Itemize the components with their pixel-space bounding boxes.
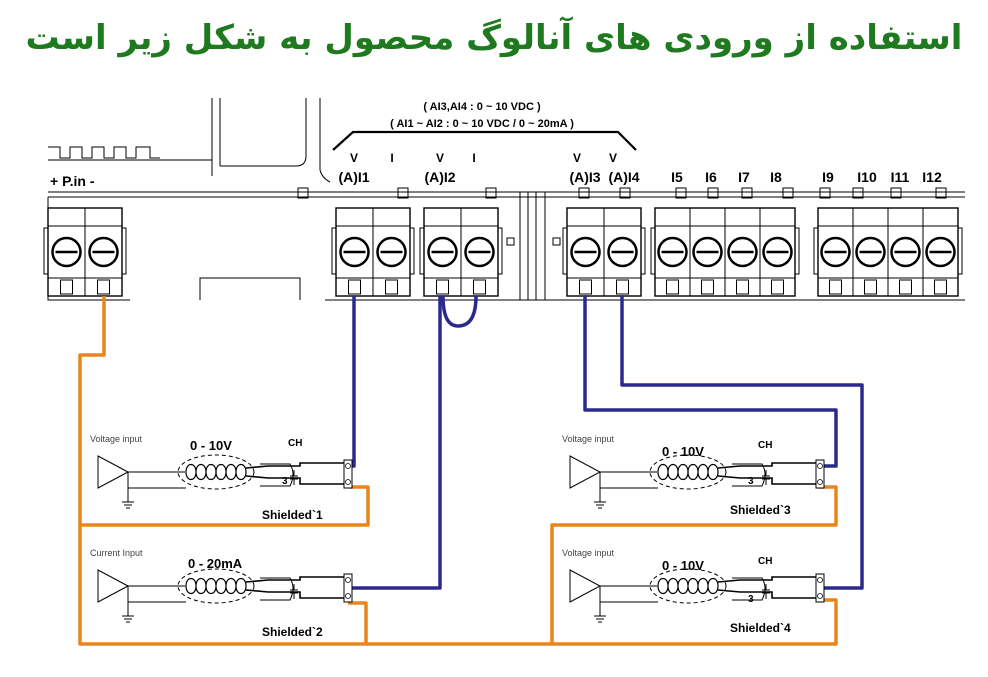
- ground-wires: [78, 296, 838, 646]
- terminal-screw: [427, 236, 458, 295]
- ground-wire: [78, 296, 552, 646]
- vi-label: I: [390, 151, 393, 165]
- terminal-label: I12: [922, 169, 942, 185]
- terminal-screw: [727, 236, 758, 295]
- vi-label: I: [472, 151, 475, 165]
- terminal-screw: [464, 236, 495, 295]
- vi-labels: V I V I V V: [350, 151, 617, 165]
- signal-wire-loop: [441, 295, 478, 328]
- vi-label: V: [436, 151, 444, 165]
- power-label: + P.in -: [50, 173, 95, 189]
- signal-wire: [345, 296, 356, 468]
- terminal-screw: [376, 236, 407, 295]
- sensor-num-label: 3: [282, 476, 288, 487]
- sensor-input-label: Voltage input: [90, 434, 143, 444]
- signal-wire: [620, 296, 864, 590]
- sensor-body: [569, 454, 825, 509]
- sensor-ch-label: CH: [758, 440, 772, 451]
- vi-label: V: [350, 151, 358, 165]
- sensor-shield-label: Shielded`1: [262, 508, 323, 522]
- sensor-range-label: 0 - 10V: [662, 444, 704, 459]
- range-bracket: [332, 130, 637, 151]
- terminal-block: [813, 207, 963, 297]
- terminal-label: I9: [822, 169, 834, 185]
- terminal-label: I11: [891, 169, 910, 185]
- page-title: استفاده از ورودی های آنالوگ محصول به شکل…: [25, 18, 963, 58]
- sensor-4: Voltage input 0 - 10V CH 3 Shielded`4: [562, 548, 825, 635]
- terminal-label: (A)I3: [569, 169, 600, 185]
- ground-wire: [348, 601, 368, 644]
- sensor-2: Current Input 0 - 20mA Shielded`2: [90, 548, 353, 639]
- terminal-block: [650, 207, 800, 297]
- terminal-screw: [820, 236, 851, 295]
- device-housing: [47, 98, 965, 301]
- terminal-block: [43, 207, 127, 297]
- terminal-label: I10: [857, 169, 877, 185]
- terminal-label: (A)I4: [608, 169, 639, 185]
- terminal-screw: [88, 236, 119, 295]
- vi-label: V: [573, 151, 581, 165]
- terminal-screw: [925, 236, 956, 295]
- terminal-blocks: [43, 207, 963, 297]
- terminal-labels: (A)I1 (A)I2 (A)I3 (A)I4 I5 I6 I7 I8 I9 I…: [338, 169, 942, 185]
- terminal-block: [562, 207, 646, 297]
- terminal-screw: [339, 236, 370, 295]
- sensor-range-label: 0 - 10V: [662, 558, 704, 573]
- terminal-label: I6: [705, 169, 717, 185]
- terminal-screw: [657, 236, 688, 295]
- ground-wire: [80, 485, 370, 527]
- terminal-label: (A)I2: [424, 169, 455, 185]
- sensor-input-label: Voltage input: [562, 434, 615, 444]
- terminal-screw: [607, 236, 638, 295]
- ground-wire: [550, 485, 838, 644]
- range-label-ai12: ( AI1 ~ AI2 : 0 ~ 10 VDC / 0 ~ 20mA ): [390, 118, 574, 130]
- sensor-shield-label: Shielded`4: [730, 621, 791, 635]
- sensor-3: Voltage input 0 - 10V CH 3 Shielded`3: [562, 434, 825, 517]
- sensor-shield-label: Shielded`2: [262, 625, 323, 639]
- terminal-screw: [51, 236, 82, 295]
- sensor-body: [97, 568, 353, 623]
- sensor-shield-label: Shielded`3: [730, 503, 791, 517]
- sensor-ch-label: CH: [758, 556, 772, 567]
- ground-wire: [552, 598, 838, 646]
- sensor-input-label: Current Input: [90, 548, 143, 558]
- vi-label: V: [609, 151, 617, 165]
- terminal-screw: [762, 236, 793, 295]
- sensor-body: [569, 568, 825, 623]
- terminal-block: [331, 207, 415, 297]
- signal-wire: [348, 296, 442, 590]
- terminal-label: I7: [738, 169, 750, 185]
- sensor-body: [97, 454, 353, 509]
- sensor-input-label: Voltage input: [562, 548, 615, 558]
- terminal-screw: [890, 236, 921, 295]
- range-label-ai34: ( AI3,AI4 : 0 ~ 10 VDC ): [423, 101, 541, 113]
- sensor-ch-label: CH: [288, 438, 302, 449]
- sensor-range-label: 0 - 10V: [190, 438, 232, 453]
- terminal-label: I5: [671, 169, 683, 185]
- terminal-screw: [692, 236, 723, 295]
- terminal-block: [419, 207, 503, 297]
- terminal-label: (A)I1: [338, 169, 369, 185]
- sensor-num-label: 3: [748, 594, 754, 605]
- terminal-screw: [855, 236, 886, 295]
- sensor-1: Voltage input 0 - 10V CH 3 Shielded`1: [90, 434, 353, 522]
- terminal-label: I8: [770, 169, 782, 185]
- sensor-range-label: 0 - 20mA: [188, 556, 243, 571]
- sensor-num-label: 3: [748, 476, 754, 487]
- signal-wire: [583, 296, 838, 468]
- terminal-screw: [570, 236, 601, 295]
